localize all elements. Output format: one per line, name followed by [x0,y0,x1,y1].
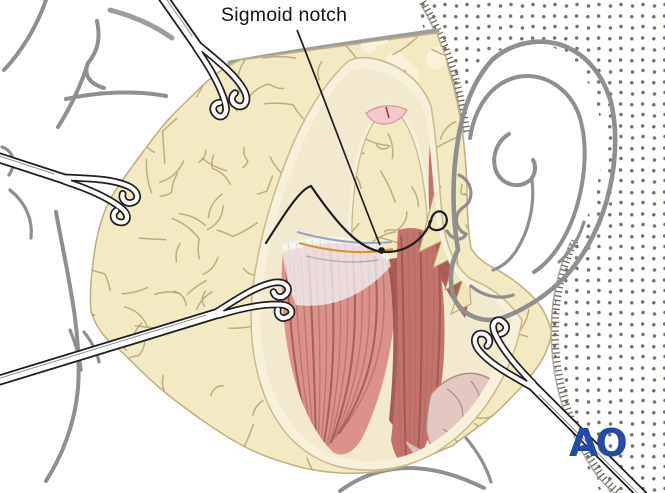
skin-edge-strip [365,105,408,125]
ear [445,39,618,323]
ao-foundation-logo: AO [569,421,628,465]
stippled-scalp-region [414,0,665,493]
annotation-leader [296,29,385,254]
hairline-tick-borders [419,0,621,493]
skin-edge-mark [385,106,390,119]
fat-arch [347,102,433,257]
sigmoid-notch-outline [264,184,448,254]
leader-dot [378,247,385,254]
annotation-label-sigmoid-notch: Sigmoid notch [221,4,348,26]
